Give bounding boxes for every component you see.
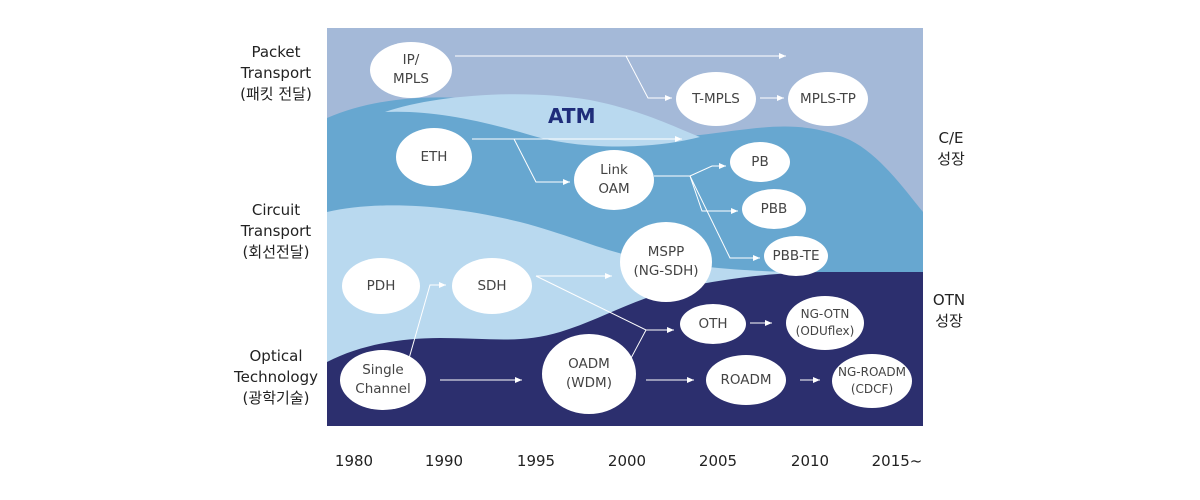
otn-growth-label: OTN 성장 <box>932 291 966 330</box>
node-pbb-te: PBB-TE <box>764 236 828 276</box>
year-label: 2010 <box>790 452 830 470</box>
circuit-transport-label: Circuit Transport (회선전달) <box>240 201 312 261</box>
arrow-link-oam-to-pbb-te <box>689 175 760 261</box>
node-ng-otn: NG-OTN (ODUflex) <box>786 296 864 350</box>
year-label: 2015~ <box>871 452 923 470</box>
packet-transport-label: Packet Transport (패킷 전달) <box>240 43 312 103</box>
year-label: 1980 <box>334 452 374 470</box>
arrow-oadm-to-oth <box>629 329 647 361</box>
arrow-single-channel-to-pdh <box>407 282 446 363</box>
year-label: 1990 <box>424 452 464 470</box>
ce-growth-label: C/E 성장 <box>937 129 965 168</box>
node-oadm: OADM (WDM) <box>542 334 636 414</box>
node-single-channel: Single Channel <box>340 350 426 410</box>
atm-band-label: ATM <box>548 104 596 128</box>
node-roadm: ROADM <box>706 355 786 405</box>
arrow-eth-to-link-oam <box>513 138 570 185</box>
node-ng-roadm: NG-ROADM (CDCF) <box>832 354 912 408</box>
node-eth: ETH <box>396 128 472 186</box>
node-pb: PB <box>730 142 790 182</box>
node-oth: OTH <box>680 304 746 344</box>
node-link-oam: Link OAM <box>574 150 654 210</box>
node-mpls-tp: MPLS-TP <box>788 72 868 126</box>
arrow-link-oam-to-pb <box>654 163 726 177</box>
arrow-link-oam-to-pbb <box>689 175 738 214</box>
optical-technology-label: Optical Technology (광학기술) <box>233 347 319 407</box>
node-pdh: PDH <box>342 258 420 314</box>
year-label: 2005 <box>698 452 738 470</box>
node-sdh: SDH <box>452 258 532 314</box>
arrow-ip-mpls-to-t-mpls <box>625 55 672 101</box>
node-ip-mpls: IP/ MPLS <box>370 42 452 98</box>
node-pbb: PBB <box>742 189 806 229</box>
atm-band <box>385 94 700 147</box>
year-label: 2000 <box>607 452 647 470</box>
year-label: 1995 <box>516 452 556 470</box>
node-t-mpls: T-MPLS <box>676 72 756 126</box>
node-mspp: MSPP (NG-SDH) <box>620 222 712 302</box>
